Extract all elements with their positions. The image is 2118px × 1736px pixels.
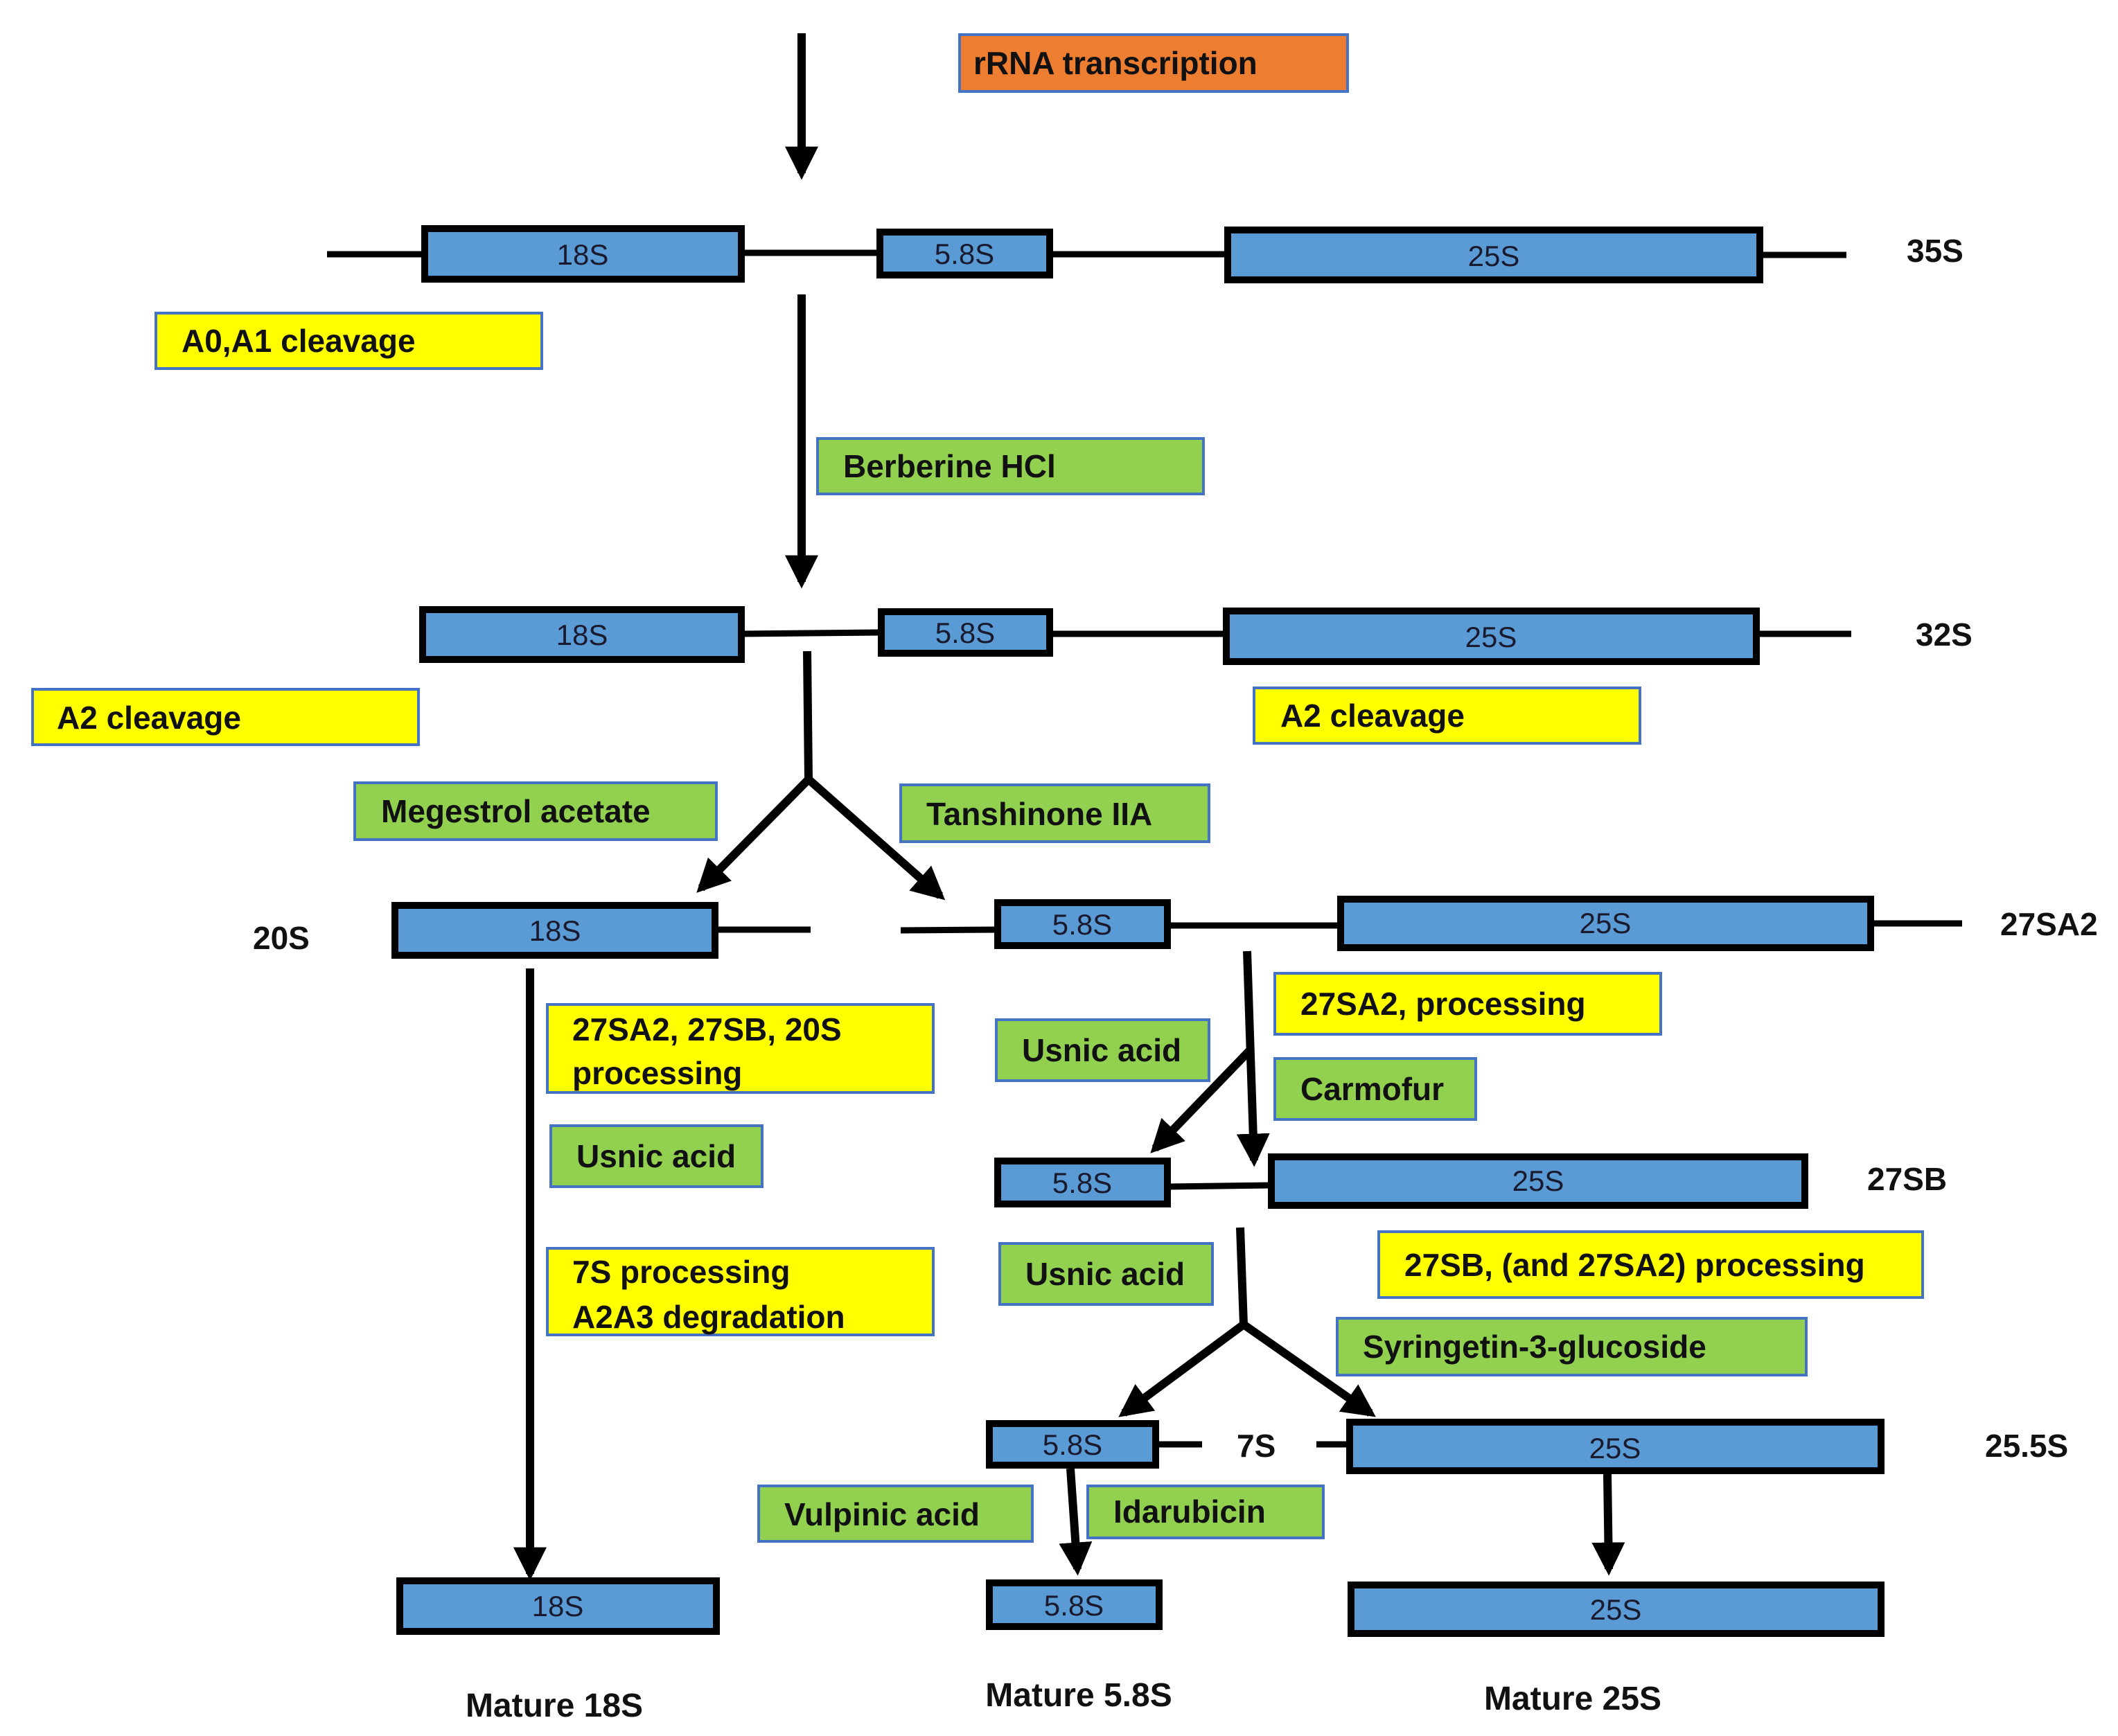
svg-text:5.8S: 5.8S bbox=[1052, 1167, 1112, 1199]
svg-text:25S: 25S bbox=[1589, 1432, 1641, 1464]
svg-text:Usnic acid: Usnic acid bbox=[1025, 1256, 1185, 1292]
species-label-32S: 32S bbox=[1916, 617, 1973, 653]
svg-text:A0,A1 cleavage: A0,A1 cleavage bbox=[182, 323, 416, 359]
svg-text:25S: 25S bbox=[1465, 621, 1517, 653]
species-label-25-5S: 25.5S bbox=[1985, 1428, 2068, 1464]
svg-text:Tanshinone IIA: Tanshinone IIA bbox=[926, 796, 1152, 832]
compound-megestrol-acetate: Megestrol acetate bbox=[353, 781, 718, 841]
arrow-25-5S-to-mature-25S bbox=[1591, 1473, 1625, 1576]
step-27sa2-27sb-20s-processing: 27SA2, 27SB, 20S processing bbox=[546, 1003, 935, 1094]
compound-usnic-acid-mid: Usnic acid bbox=[995, 1018, 1210, 1082]
svg-text:18S: 18S bbox=[557, 238, 609, 271]
compound-usnic-acid-left: Usnic acid bbox=[549, 1124, 764, 1188]
compound-syringetin-3-glucoside: Syringetin-3-glucoside bbox=[1336, 1317, 1808, 1376]
svg-text:processing: processing bbox=[572, 1055, 742, 1091]
svg-text:5.8S: 5.8S bbox=[1052, 908, 1112, 941]
arrow-27SA2-split bbox=[1150, 950, 1270, 1167]
segment-25S: 25S bbox=[1337, 896, 1874, 951]
row-20S: 18S 20S bbox=[253, 902, 811, 959]
svg-text:25S: 25S bbox=[1512, 1164, 1564, 1197]
svg-text:18S: 18S bbox=[529, 914, 581, 947]
row-35S: 18S 5.8S 25S 35S bbox=[327, 225, 1963, 283]
svg-text:5.8S: 5.8S bbox=[1044, 1589, 1104, 1622]
species-label-7S: 7S bbox=[1237, 1428, 1276, 1464]
svg-text:18S: 18S bbox=[532, 1590, 584, 1622]
step-a2-cleavage-right: A2 cleavage bbox=[1253, 687, 1641, 745]
segment-25S: 25S bbox=[1268, 1153, 1808, 1209]
arrow-32S-split bbox=[696, 650, 946, 901]
svg-text:18S: 18S bbox=[556, 619, 608, 651]
row-25-5S: 25S 25.5S bbox=[1316, 1419, 2068, 1474]
mature-25S-label: Mature 25S bbox=[1484, 1681, 1661, 1717]
svg-text:Usnic acid: Usnic acid bbox=[1022, 1032, 1181, 1068]
compound-vulpinic-acid: Vulpinic acid bbox=[757, 1485, 1034, 1543]
segment-5-8S: 5.8S bbox=[986, 1420, 1159, 1469]
mature-18S: 18S bbox=[396, 1577, 720, 1635]
svg-text:Idarubicin: Idarubicin bbox=[1113, 1494, 1266, 1530]
svg-text:25S: 25S bbox=[1590, 1593, 1642, 1626]
species-label-20S: 20S bbox=[253, 920, 310, 956]
svg-text:Syringetin-3-glucoside: Syringetin-3-glucoside bbox=[1363, 1329, 1706, 1365]
row-7S: 5.8S 7S bbox=[986, 1420, 1276, 1469]
svg-text:A2 cleavage: A2 cleavage bbox=[1280, 698, 1465, 734]
mature-5-8S-label: Mature 5.8S bbox=[985, 1677, 1172, 1714]
svg-text:27SB, (and 27SA2) processing: 27SB, (and 27SA2) processing bbox=[1404, 1247, 1865, 1283]
species-label-35S: 35S bbox=[1907, 233, 1963, 269]
svg-text:5.8S: 5.8S bbox=[935, 617, 995, 649]
segment-25S: 25S bbox=[1224, 227, 1763, 283]
segment-5-8S: 5.8S bbox=[876, 229, 1053, 278]
transcription-label: rRNA transcription bbox=[973, 45, 1257, 81]
svg-text:A2A3 degradation: A2A3 degradation bbox=[572, 1299, 845, 1335]
svg-text:25S: 25S bbox=[1580, 907, 1632, 939]
segment-25S: 25S bbox=[1346, 1419, 1885, 1474]
row-32S: 18S 5.8S 25S 32S bbox=[419, 606, 1973, 665]
svg-text:Megestrol acetate: Megestrol acetate bbox=[381, 793, 651, 829]
species-label-27SA2: 27SA2 bbox=[2000, 906, 2098, 942]
svg-text:5.8S: 5.8S bbox=[935, 238, 994, 270]
segment-18S: 18S bbox=[421, 225, 745, 283]
step-a0-a1-cleavage: A0,A1 cleavage bbox=[155, 312, 543, 370]
segment-5-8S: 5.8S bbox=[994, 899, 1171, 949]
svg-text:5.8S: 5.8S bbox=[1043, 1428, 1102, 1461]
compound-berberine-hcl: Berberine HCl bbox=[816, 437, 1205, 495]
mature-18S-label: Mature 18S bbox=[466, 1688, 643, 1724]
mature-5-8S: 5.8S bbox=[986, 1579, 1163, 1630]
svg-text:Usnic acid: Usnic acid bbox=[576, 1138, 736, 1174]
svg-text:25S: 25S bbox=[1468, 240, 1520, 272]
transcription-box: rRNA transcription bbox=[958, 33, 1349, 93]
svg-text:Vulpinic acid: Vulpinic acid bbox=[784, 1496, 980, 1532]
mature-25S: 25S bbox=[1348, 1582, 1885, 1637]
segment-18S: 18S bbox=[419, 606, 745, 663]
row-27SB: 5.8S 25S 27SB bbox=[994, 1153, 1947, 1209]
svg-text:7S processing: 7S processing bbox=[572, 1254, 790, 1290]
segment-5-8S: 5.8S bbox=[994, 1158, 1171, 1207]
compound-idarubicin: Idarubicin bbox=[1086, 1485, 1325, 1539]
svg-text:27SA2, processing: 27SA2, processing bbox=[1300, 986, 1586, 1022]
step-7s-processing: 7S processing A2A3 degradation bbox=[546, 1247, 935, 1336]
arrow-27SB-split bbox=[1118, 1227, 1376, 1417]
step-27sa2-processing: 27SA2, processing bbox=[1273, 972, 1662, 1036]
svg-text:Carmofur: Carmofur bbox=[1300, 1071, 1444, 1107]
arrow-7S-to-mature-5-8S bbox=[1059, 1468, 1093, 1576]
row-27SA2: 5.8S 25S 27SA2 bbox=[900, 896, 2098, 951]
compound-tanshinone-iia: Tanshinone IIA bbox=[899, 783, 1210, 843]
svg-text:27SA2, 27SB, 20S: 27SA2, 27SB, 20S bbox=[572, 1011, 842, 1047]
compound-carmofur: Carmofur bbox=[1273, 1057, 1477, 1121]
step-a2-cleavage-left: A2 cleavage bbox=[31, 688, 420, 746]
svg-text:A2 cleavage: A2 cleavage bbox=[57, 700, 241, 736]
segment-18S: 18S bbox=[391, 902, 718, 959]
compound-usnic-acid-lower: Usnic acid bbox=[998, 1242, 1214, 1306]
species-label-27SB: 27SB bbox=[1867, 1161, 1947, 1197]
segment-5-8S: 5.8S bbox=[878, 608, 1053, 657]
segment-25S: 25S bbox=[1223, 608, 1760, 665]
svg-text:Berberine HCl: Berberine HCl bbox=[843, 448, 1056, 484]
step-27sb-processing: 27SB, (and 27SA2) processing bbox=[1377, 1230, 1924, 1299]
